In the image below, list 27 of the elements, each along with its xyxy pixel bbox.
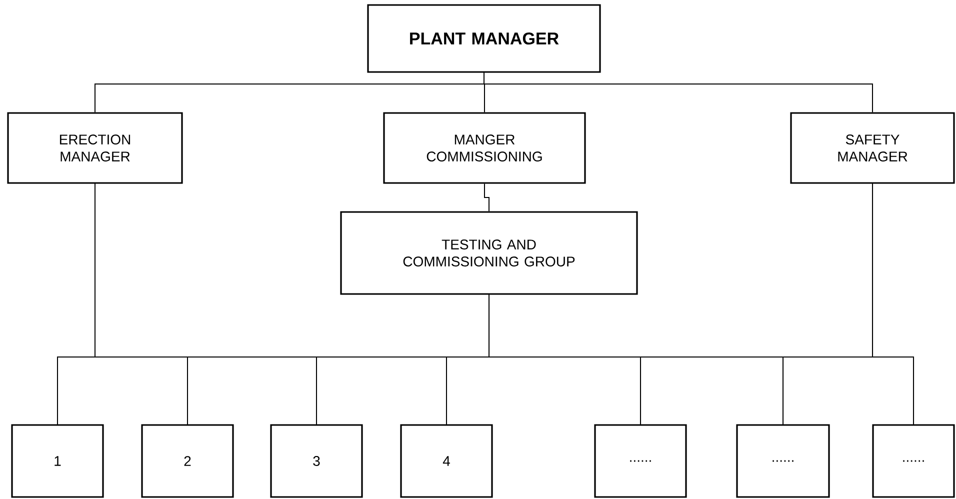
role-box xyxy=(594,424,687,498)
node-label: 3 xyxy=(313,456,320,466)
role-box xyxy=(270,424,363,498)
node-label: PLANT MANAGER xyxy=(410,32,559,45)
node-label: ERECTION MANAGER xyxy=(60,134,130,162)
node-label: ...... xyxy=(903,460,924,462)
node-label: 2 xyxy=(184,456,191,466)
connector-line xyxy=(872,183,914,425)
role-box xyxy=(11,424,104,498)
role-box xyxy=(340,211,638,295)
role-box xyxy=(383,112,586,184)
node-label: TESTING AND COMMISSIONING GROUP xyxy=(403,240,575,266)
role-box xyxy=(872,424,955,498)
node-label: 1 xyxy=(54,456,61,466)
connector-line xyxy=(484,183,490,212)
connector-line xyxy=(484,72,873,113)
node-label: MANGER COMMISSIONING xyxy=(426,134,542,162)
node-label: SAFETY MANAGER xyxy=(838,134,908,162)
role-box xyxy=(736,424,830,498)
title-box xyxy=(367,4,601,73)
node-label: ...... xyxy=(630,460,651,462)
role-box xyxy=(141,424,234,498)
node-label: 4 xyxy=(442,456,450,466)
role-box xyxy=(7,112,183,184)
node-label: ...... xyxy=(772,460,794,462)
role-box xyxy=(790,112,955,184)
role-box xyxy=(400,424,493,498)
